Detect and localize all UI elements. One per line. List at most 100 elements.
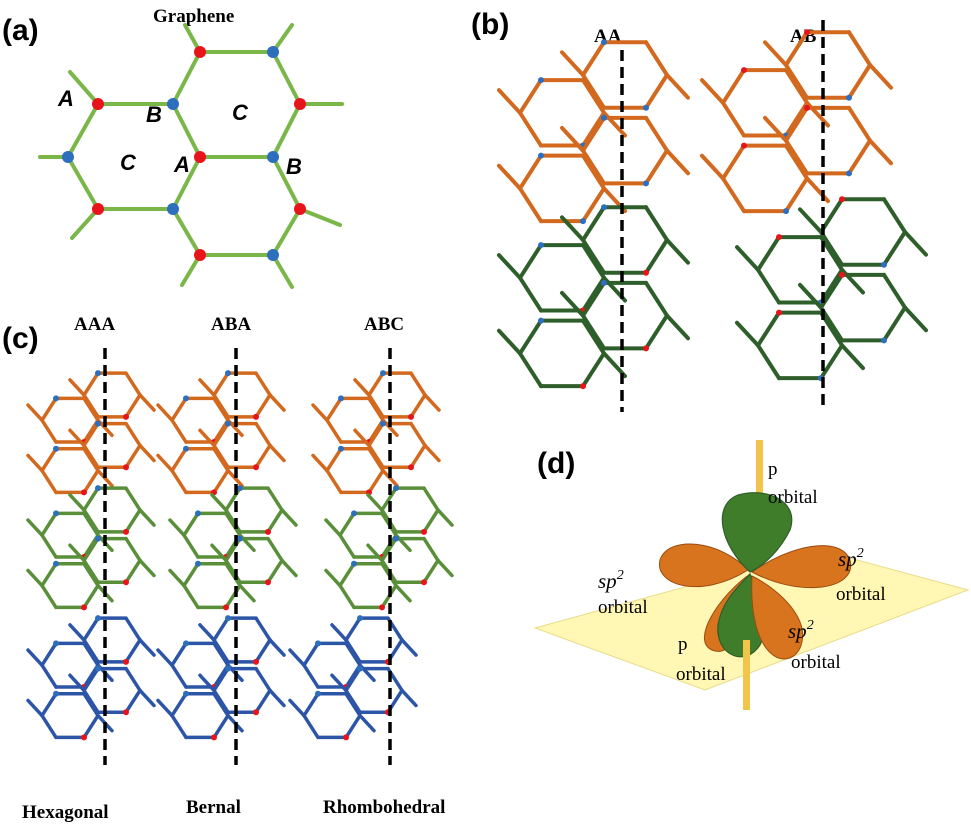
aaa-layer-3-bond (124, 666, 142, 693)
aaa-layer-2-site-b (53, 560, 59, 567)
aaa-layer-3-bond (82, 688, 100, 714)
aaa-layer-2-bond (40, 511, 58, 537)
graphene-bond (171, 207, 202, 257)
aba-layer-2-bond (266, 536, 284, 563)
aa-top-layer-site-b (601, 39, 607, 46)
aaa-layer-2-bond (40, 533, 58, 559)
abc-layer-1-bond (367, 421, 385, 448)
abc-layer-1-bond (367, 371, 385, 397)
abc-layer-2-site-b (393, 535, 399, 542)
abc-layer-2-site-b (351, 560, 357, 567)
abc-layer-2-bond (338, 533, 356, 559)
aa-bottom-layer-bond (581, 243, 606, 280)
graphene-lattice (38, 23, 344, 289)
aba-layer-1-stub (268, 443, 286, 463)
abc-layer-3-stub (358, 713, 376, 733)
aaa-layer-1-stub (26, 403, 44, 422)
aa-top-layer-bond (581, 115, 606, 153)
aa-bottom-layer-bond (518, 318, 543, 356)
aba-layer-1-bond (170, 396, 188, 422)
aa-bottom-layer-bond (644, 280, 669, 318)
aaa-layer-3-bond (124, 688, 142, 714)
sp2-left-sp: sp2 (598, 568, 624, 593)
aa-bottom-layer-bond (581, 351, 606, 389)
abc-layer-1-stub (353, 428, 371, 448)
aa-top-layer-site-a (580, 218, 586, 225)
ab-top-layer-site-a (783, 208, 789, 215)
p-top-letter: p (768, 459, 778, 480)
site-a-atom (194, 46, 206, 58)
aaa-layer-3-stub (68, 673, 86, 693)
ab-top-layer-bond (721, 176, 746, 214)
aba-layer-1-bond (212, 447, 230, 473)
abc-layer-1-stub (311, 453, 329, 473)
aaa-layer-1-bond (82, 396, 100, 422)
site-a-atom (92, 98, 104, 110)
aba-layer-1-bond (212, 393, 230, 419)
aaa-layer-1-stub (68, 428, 86, 448)
aba-layer-3-bond (212, 641, 230, 667)
abc-layer-1-bond (367, 396, 385, 422)
ab-top-layer-bond (847, 63, 872, 100)
aaa-layer-2-site-a (123, 528, 129, 535)
ab-bottom-layer-bond (756, 343, 781, 381)
aaa-layer-1-bond (40, 468, 58, 495)
aa-bottom-layer-stub (497, 253, 522, 280)
aaa-layer-1-site-b (53, 445, 59, 452)
abc-layer-3-site-b (315, 690, 321, 697)
aaa-layer-2-bond (124, 486, 142, 512)
abc-layer-2-stub (436, 558, 454, 578)
aa-top-layer-bond (518, 186, 543, 224)
abc-layer-3-bond (344, 713, 362, 740)
abc-layer-1-bond (409, 371, 427, 397)
graphene-bond (66, 102, 100, 159)
aaa-layer-3-bond (82, 638, 100, 664)
ab-bottom-layer-bond (756, 267, 781, 305)
p-top-word: orbital (768, 487, 818, 508)
ab-bottom-layer-site-a (881, 337, 887, 344)
aba-layer-1-bond (254, 371, 272, 397)
aba-layer-2-bond (182, 511, 200, 537)
site-label-c2: C (120, 150, 137, 175)
abc-layer-2-bond (422, 558, 440, 584)
aaa-layer-3-bond (82, 692, 100, 718)
ab-bottom-layer-site-b (776, 309, 782, 316)
abc-layer-2-site-a (421, 579, 427, 586)
aba-layer-2-bond (224, 558, 242, 584)
sp2-left-word: orbital (598, 597, 648, 618)
aaa-layer-3-bond (40, 663, 58, 689)
abc-layer-3-bond (344, 641, 362, 667)
aa-bottom-layer-bond (581, 238, 606, 275)
abc-layer-3-stub (400, 688, 418, 708)
aaa-layer-2-stub (68, 543, 86, 563)
abc-layer-2-stub (394, 583, 412, 603)
aa-bottom-layer-site-b (601, 279, 607, 286)
aa-bottom-layer-stub (497, 328, 522, 356)
abc-layer-2-bond (338, 511, 356, 537)
abc-layer-3-site-b (315, 640, 321, 647)
aaa-layer-1-stub (68, 378, 86, 397)
ab-top-layer-bond (847, 138, 872, 176)
aba-layer-3-bond (170, 641, 188, 667)
abc-layer-1-stub (353, 378, 371, 397)
aaa-layer-3-bond (40, 713, 58, 740)
ab-top-layer-bond (784, 105, 809, 143)
ab-top-layer-bond (784, 176, 809, 214)
aaa-layer-3-site-b (95, 665, 101, 672)
aaa-layer-1-bond (82, 421, 100, 448)
aba-layer-3-bond (212, 666, 230, 693)
site-b-atom (267, 249, 279, 261)
aba-layer-2-site-b (195, 510, 201, 517)
aaa-layer-3-bond (82, 713, 100, 740)
aa-top-layer-site-b (601, 114, 607, 121)
aa-top-layer-stub (665, 148, 690, 176)
aba-layer-1-bond (170, 447, 188, 473)
aba-layer-1-site-b (183, 445, 189, 452)
aba-layer-3-site-a (253, 709, 259, 716)
aaa-layer-1-bond (82, 468, 100, 495)
ab-top-layer-bond (847, 105, 872, 143)
abc-layer-3-bond (344, 616, 362, 642)
abc-layer-2-site-b (351, 510, 357, 517)
aaa-layer-1-site-a (123, 413, 129, 420)
site-b-atom (167, 98, 179, 110)
